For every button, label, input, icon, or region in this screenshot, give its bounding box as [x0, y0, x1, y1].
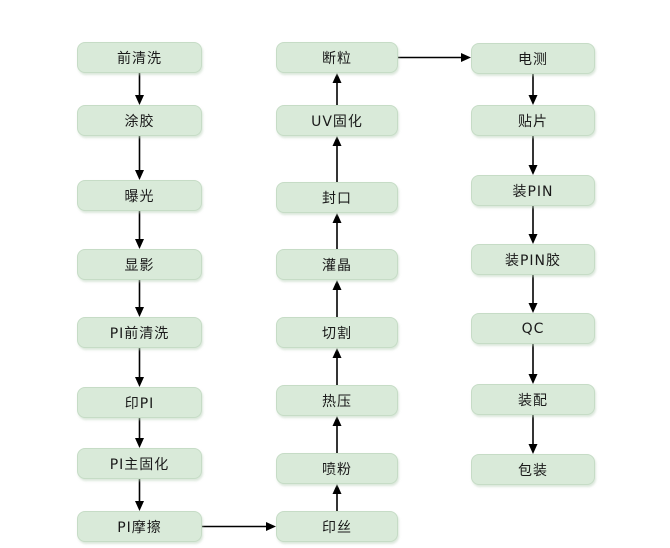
- flow-node: 热压: [276, 385, 398, 416]
- flow-arrowhead: [332, 280, 342, 290]
- flow-arrowhead: [266, 522, 276, 531]
- flow-arrowhead: [332, 484, 342, 494]
- flow-node: 涂胶: [77, 105, 202, 136]
- flow-node: 前清洗: [77, 42, 202, 73]
- flow-arrowhead: [332, 73, 342, 83]
- flow-arrowhead: [461, 53, 471, 62]
- flow-node: 封口: [276, 182, 398, 213]
- flow-node: QC: [471, 313, 595, 344]
- flow-arrowhead: [332, 348, 342, 358]
- flow-node: PI前清洗: [77, 317, 202, 348]
- flow-arrowhead: [135, 377, 144, 387]
- flow-node: 贴片: [471, 105, 595, 136]
- flow-node: 切割: [276, 317, 398, 348]
- flow-arrowhead: [528, 444, 538, 454]
- flow-node: 断粒: [276, 42, 398, 73]
- flow-node: 喷粉: [276, 453, 398, 484]
- flow-node: 电测: [471, 43, 595, 74]
- flow-arrowhead: [135, 307, 144, 317]
- flow-node: 包装: [471, 454, 595, 485]
- flow-arrowhead: [135, 95, 144, 105]
- flow-node: 印PI: [77, 387, 202, 418]
- flow-arrowhead: [135, 501, 144, 511]
- flow-node: 装配: [471, 384, 595, 415]
- flow-node: 曝光: [77, 180, 202, 211]
- flow-arrowhead: [135, 239, 144, 249]
- flow-arrowhead: [135, 438, 144, 448]
- flow-node: 装PIN胶: [471, 244, 595, 275]
- flow-node: PI主固化: [77, 448, 202, 479]
- flow-arrowhead: [135, 170, 144, 180]
- flow-arrowhead: [528, 303, 538, 313]
- flow-arrowhead: [332, 213, 342, 223]
- flow-arrowhead: [528, 165, 538, 175]
- flow-node: PI摩擦: [77, 511, 202, 542]
- flow-arrowhead: [528, 95, 538, 105]
- flow-node: 印丝: [276, 511, 398, 542]
- flow-node: UV固化: [276, 105, 398, 136]
- flow-node: 灌晶: [276, 249, 398, 280]
- flow-node: 装PIN: [471, 175, 595, 206]
- flow-arrowhead: [332, 416, 342, 426]
- flow-arrowhead: [528, 234, 538, 244]
- flow-node: 显影: [77, 249, 202, 280]
- flow-arrowhead: [528, 374, 538, 384]
- flow-arrowhead: [332, 136, 342, 146]
